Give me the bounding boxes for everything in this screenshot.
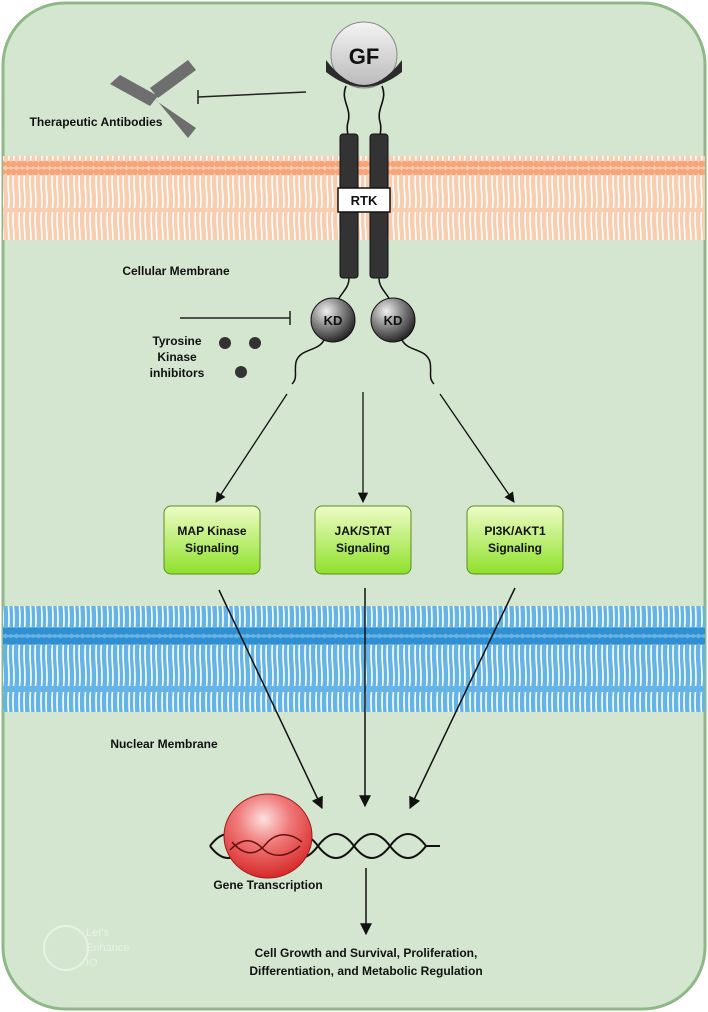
tki-label-line2: Kinase — [157, 350, 197, 364]
tki-molecule-icon — [235, 366, 247, 378]
tki-label-line3: inhibitors — [150, 366, 205, 380]
rtk-label-box — [337, 187, 391, 213]
pathway-label-line1: PI3K/AKT1 — [484, 524, 546, 538]
cellular-membrane-label: Cellular Membrane — [122, 264, 230, 278]
rtk-label: RTK — [351, 193, 378, 208]
tki-molecule-icon — [249, 337, 261, 349]
pathway-label-line1: MAP Kinase — [177, 524, 246, 538]
nuclear-membrane-label: Nuclear Membrane — [110, 737, 218, 751]
arrow-to-pi3k-akt1 — [439, 393, 515, 503]
kd-linker-left — [337, 277, 350, 301]
kinase-domain-left-icon — [310, 297, 356, 343]
antibody-icon — [110, 60, 196, 138]
pathway-label-line2: Signaling — [185, 541, 239, 555]
antibody-inhibition-line — [197, 91, 307, 98]
pathway-label-line1: JAK/STAT — [335, 524, 393, 538]
kd-right-label: KD — [384, 313, 403, 328]
pathway-label-line2: Signaling — [336, 541, 390, 555]
pathway-label-line2: Signaling — [488, 541, 542, 555]
nuclear-membrane — [3, 606, 705, 712]
watermark-text: Enhance — [86, 942, 129, 954]
arrow-map-kinase-to-dna — [218, 589, 323, 810]
receptor-binding-cup — [326, 60, 402, 87]
arrow-to-map-kinase — [215, 393, 288, 503]
watermark-text: Let's — [86, 927, 109, 939]
receptor-linker-left — [343, 85, 350, 139]
kd-tail-left — [291, 339, 325, 385]
outcome-label-line1: Cell Growth and Survival, Proliferation, — [255, 946, 478, 960]
kinase-domain-right-icon — [370, 297, 416, 343]
arrow-pi3k-akt1-to-dna — [409, 587, 516, 810]
kd-left-label: KD — [324, 313, 343, 328]
tki-label-line1: Tyrosine — [152, 334, 201, 348]
pathway-jak-stat: JAK/STAT Signaling — [314, 505, 412, 575]
gf-label: GF — [349, 44, 380, 69]
pathway-pi3k-akt1: PI3K/AKT1 Signaling — [466, 505, 564, 575]
receptor-linker-right — [378, 85, 385, 139]
pathway-map-kinase: MAP Kinase Signaling — [163, 505, 261, 575]
watermark-logo: Let's Enhance IO — [43, 925, 129, 971]
growth-factor-icon — [330, 21, 398, 89]
rna-polymerase-icon — [223, 793, 313, 879]
kd-tail-right — [401, 339, 435, 385]
therapeutic-antibodies-label: Therapeutic Antibodies — [30, 115, 163, 129]
tki-molecule-icon — [219, 337, 231, 349]
outcome-label-line2: Differentiation, and Metabolic Regulatio… — [249, 964, 482, 978]
gene-transcription-label: Gene Transcription — [213, 878, 322, 892]
dna-overlap-strand — [231, 834, 303, 854]
watermark-text: IO — [86, 957, 98, 969]
